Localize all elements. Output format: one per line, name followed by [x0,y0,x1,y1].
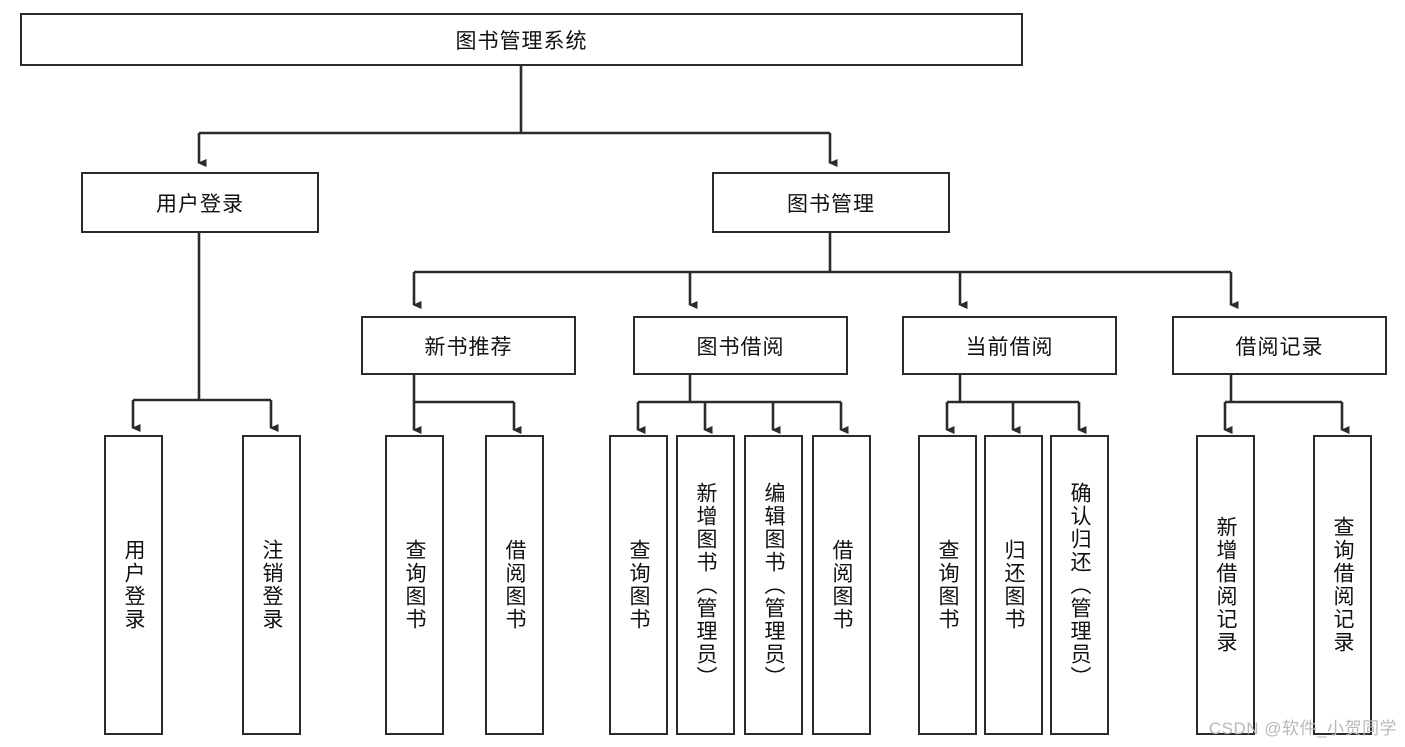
leaf-book-borrow-edit[interactable]: 编辑图书（管理员） [744,435,803,735]
node-root-system[interactable]: 图书管理系统 [20,13,1023,66]
node-book-borrow[interactable]: 图书借阅 [633,316,848,375]
node-label: 借阅图书 [503,539,526,631]
node-label: 查询图书 [403,539,426,631]
node-borrow-record[interactable]: 借阅记录 [1172,316,1387,375]
leaf-current-borrow-return[interactable]: 归还图书 [984,435,1043,735]
node-label: 查询图书 [627,539,650,631]
node-label: 新书推荐 [424,335,513,359]
leaf-new-book-borrow[interactable]: 借阅图书 [485,435,544,735]
node-book-management[interactable]: 图书管理 [712,172,950,233]
node-label: 注销登录 [260,539,283,631]
node-label: 用户登录 [156,192,244,216]
node-user-login[interactable]: 用户登录 [81,172,319,233]
node-current-borrow[interactable]: 当前借阅 [902,316,1117,375]
leaf-current-borrow-query[interactable]: 查询图书 [918,435,977,735]
node-label: 图书管理 [787,192,875,216]
node-label: 图书借阅 [696,335,785,359]
node-label: 确认归还（管理员） [1068,481,1091,689]
leaf-user-login-login[interactable]: 用户登录 [104,435,163,735]
leaf-user-login-logout[interactable]: 注销登录 [242,435,301,735]
leaf-borrow-record-add[interactable]: 新增借阅记录 [1196,435,1255,735]
node-label: 图书管理系统 [455,29,588,53]
node-label: 用户登录 [122,539,145,631]
node-label: 查询图书 [936,539,959,631]
leaf-current-borrow-confirm-return[interactable]: 确认归还（管理员） [1050,435,1109,735]
node-label: 编辑图书（管理员） [762,481,785,689]
leaf-book-borrow-add[interactable]: 新增图书（管理员） [676,435,735,735]
node-label: 新增借阅记录 [1214,516,1237,654]
node-new-book-recommend[interactable]: 新书推荐 [361,316,576,375]
leaf-borrow-record-query[interactable]: 查询借阅记录 [1313,435,1372,735]
leaf-book-borrow-borrow[interactable]: 借阅图书 [812,435,871,735]
node-label: 借阅图书 [830,539,853,631]
leaf-book-borrow-query[interactable]: 查询图书 [609,435,668,735]
node-label: 借阅记录 [1235,335,1324,359]
leaf-new-book-query[interactable]: 查询图书 [385,435,444,735]
watermark-text: CSDN @软件_小贺同学 [1208,719,1397,738]
node-label: 查询借阅记录 [1331,516,1354,654]
node-label: 新增图书（管理员） [694,481,717,689]
node-label: 当前借阅 [965,335,1054,359]
node-label: 归还图书 [1002,539,1025,631]
